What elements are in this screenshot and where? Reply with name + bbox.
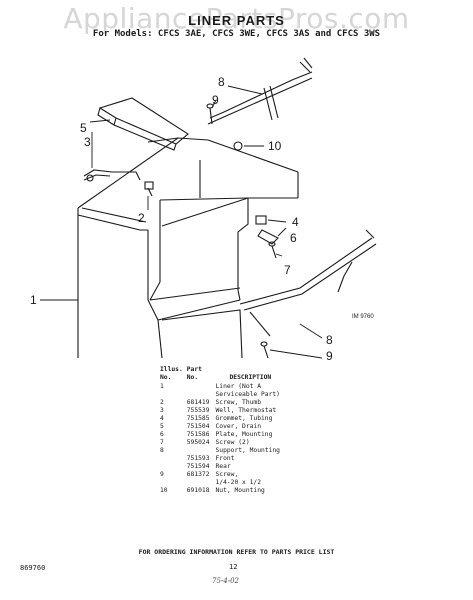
description-cell: Screw (2) <box>215 439 250 446</box>
part-no-cell: 751594 <box>186 463 210 470</box>
illus-no-cell: 3 <box>160 407 164 414</box>
part-no-cell: 755539 <box>186 407 210 414</box>
callout-7: 7 <box>284 263 291 277</box>
part-no-cell <box>187 447 214 455</box>
description-cell: Rear <box>215 463 231 470</box>
drain-cover <box>97 97 189 151</box>
table-row: Serviceable Part) <box>160 391 284 399</box>
table-row: 751593 Front <box>160 455 284 463</box>
header-part: Part <box>186 366 202 373</box>
description-cell: Grommet, Tubing <box>215 415 273 422</box>
part-no-cell <box>187 383 214 391</box>
footer-code: 869760 <box>20 564 46 572</box>
mounting-nut <box>233 141 243 151</box>
thermostat-well <box>83 169 141 182</box>
page-title: LINER PARTS <box>188 13 285 28</box>
part-no-cell: 681419 <box>186 399 210 406</box>
part-no-cell: 751504 <box>186 423 210 430</box>
part-no-cell: 595024 <box>186 439 210 446</box>
table-row: 8 Support, Mounting <box>160 447 284 455</box>
part-no-cell: 751593 <box>186 455 210 462</box>
mounting-support-upper <box>207 57 313 125</box>
description-cell: Nut, Mounting <box>215 487 265 494</box>
callout-9-lower: 9 <box>326 349 333 360</box>
illus-no-cell <box>160 391 187 399</box>
illus-no-cell <box>160 463 187 471</box>
liner-body <box>77 137 299 359</box>
callout-5: 5 <box>80 121 87 135</box>
illus-no-cell: 5 <box>160 423 164 430</box>
liner-parts-diagram: 1 2 3 4 5 6 7 8 9 10 8 9 IM 9760 <box>30 57 377 360</box>
part-no-cell: 681372 <box>186 471 210 478</box>
description-cell: Cover, Drain <box>215 423 262 430</box>
grommet-plate-assembly <box>255 215 279 259</box>
table-row: 3 755539 Well, Thermostat <box>160 407 284 415</box>
image-code: IM 9760 <box>352 314 374 320</box>
header-illus: Illus. <box>160 366 183 373</box>
leader-lines <box>40 85 323 359</box>
ordering-info: FOR ORDERING INFORMATION REFER TO PARTS … <box>138 548 335 556</box>
illus-no-cell: 10 <box>160 487 168 494</box>
description-cell: Plate, Mounting <box>215 431 273 438</box>
callout-8-upper: 8 <box>218 75 225 89</box>
table-row: 7 595024 Screw (2) <box>160 439 284 447</box>
mounting-support-lower <box>239 229 377 337</box>
description-cell: Serviceable Part) <box>215 391 280 398</box>
header-part-no-label: No. <box>186 374 199 381</box>
illus-no-cell: 7 <box>160 439 164 446</box>
callout-4: 4 <box>292 215 299 229</box>
description-cell: Screw, <box>215 471 239 478</box>
description-cell: Support, Mounting <box>215 447 280 454</box>
illus-no-cell: 2 <box>160 399 164 406</box>
part-no-cell: 751586 <box>186 431 210 438</box>
illus-no-cell: 4 <box>160 415 164 422</box>
handwritten-note: 75-4-02 <box>212 577 239 585</box>
header-description: DESCRIPTION <box>229 374 272 381</box>
illus-no-cell: 8 <box>160 447 164 454</box>
callout-1: 1 <box>30 293 37 307</box>
part-no-cell: 691018 <box>186 487 210 494</box>
illus-no-cell: 9 <box>160 471 164 478</box>
description-cell: 1/4-20 x 1/2 <box>215 479 262 486</box>
part-no-cell: 751585 <box>186 415 210 422</box>
illus-no-cell <box>160 455 187 463</box>
illus-no-cell: 6 <box>160 431 164 438</box>
part-no-cell <box>187 479 214 487</box>
table-row: 9 681372 Screw, <box>160 471 284 479</box>
header-illus-no-label: No. <box>160 374 172 381</box>
page-number: 12 <box>229 563 238 571</box>
table-row: 10 691018 Nut, Mounting <box>160 487 284 495</box>
table-row: 6 751586 Plate, Mounting <box>160 431 284 439</box>
screw-lower <box>260 341 269 359</box>
illus-no-cell: 1 <box>160 383 164 390</box>
models-subtitle: For Models: CFCS 3AE, CFCS 3WE, CFCS 3AS… <box>92 29 381 39</box>
part-no-cell <box>187 391 214 399</box>
description-cell: Well, Thermostat <box>215 407 277 414</box>
header-illus-no: Illus.No. <box>160 366 187 383</box>
table-row: 2 681419 Screw, Thumb <box>160 399 284 407</box>
description-cell: Liner (Not A <box>215 383 262 390</box>
callout-6: 6 <box>290 231 297 245</box>
callout-2: 2 <box>138 211 145 225</box>
watermark: AppliancePartsPros.com <box>63 2 410 35</box>
description-cell: Screw, Thumb <box>215 399 262 406</box>
thumb-screw <box>144 181 154 197</box>
callout-labels: 1 2 3 4 5 6 7 8 9 10 8 9 IM 9760 <box>30 75 374 360</box>
table-row: 751594 Rear <box>160 463 284 471</box>
table-row: 4 751585 Grommet, Tubing <box>160 415 284 423</box>
illus-no-cell <box>160 479 187 487</box>
table-row: 5 751504 Cover, Drain <box>160 423 284 431</box>
table-row: 1 Liner (Not A <box>160 383 284 391</box>
callout-8-lower: 8 <box>326 333 333 347</box>
description-cell: Front <box>215 455 235 462</box>
callout-9-upper: 9 <box>212 93 219 107</box>
callout-10: 10 <box>268 139 282 153</box>
callout-3: 3 <box>84 135 91 149</box>
table-row: 1/4-20 x 1/2 <box>160 479 284 487</box>
